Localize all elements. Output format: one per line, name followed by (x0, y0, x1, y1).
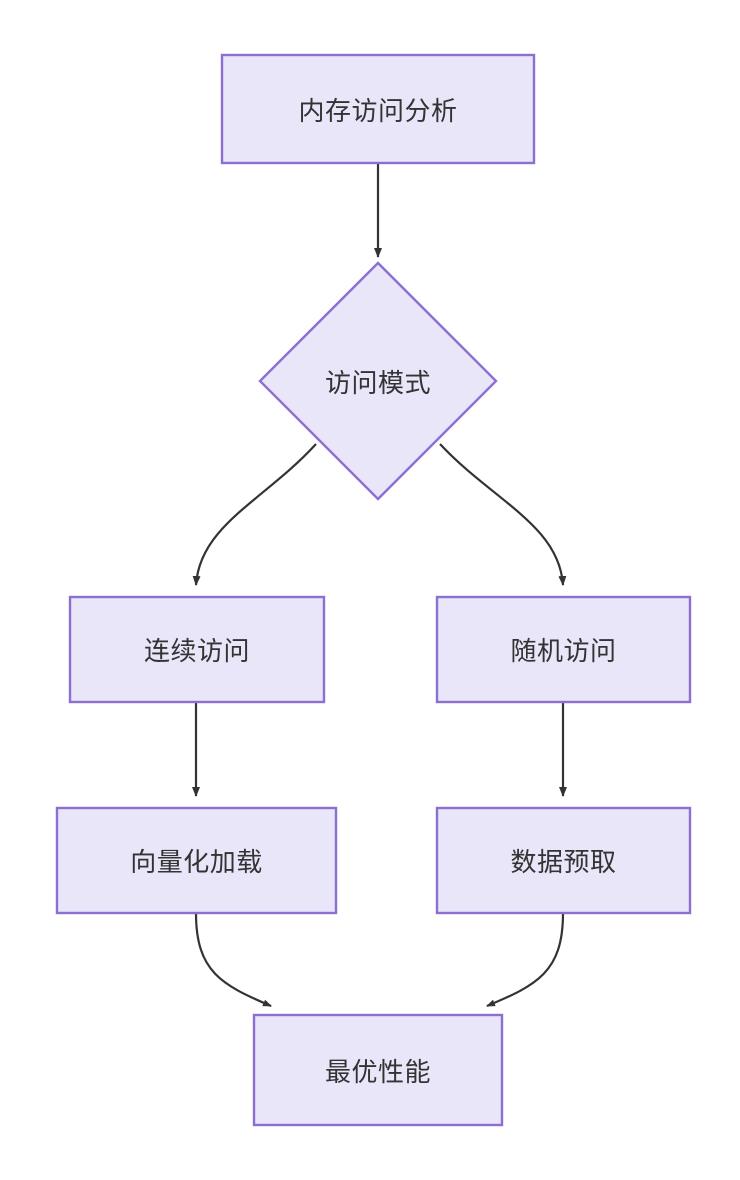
node-shape-layer (55, 53, 692, 1127)
edge-vectorized-to-optimal (194, 912, 272, 1008)
edge-prefetch-to-optimal (486, 912, 565, 1008)
node-shape-pattern[interactable] (258, 261, 498, 501)
node-shape-sequential[interactable] (68, 595, 326, 704)
node-shape-optimal[interactable] (252, 1013, 504, 1127)
node-shape-analysis[interactable] (220, 53, 536, 165)
node-shape-prefetch[interactable] (435, 806, 692, 915)
edge-pattern-to-sequential (192, 443, 317, 586)
node-shape-random[interactable] (435, 595, 692, 704)
node-shape-vectorized[interactable] (55, 806, 338, 915)
edge-layer (192, 163, 567, 1008)
edge-pattern-to-random (439, 443, 567, 586)
